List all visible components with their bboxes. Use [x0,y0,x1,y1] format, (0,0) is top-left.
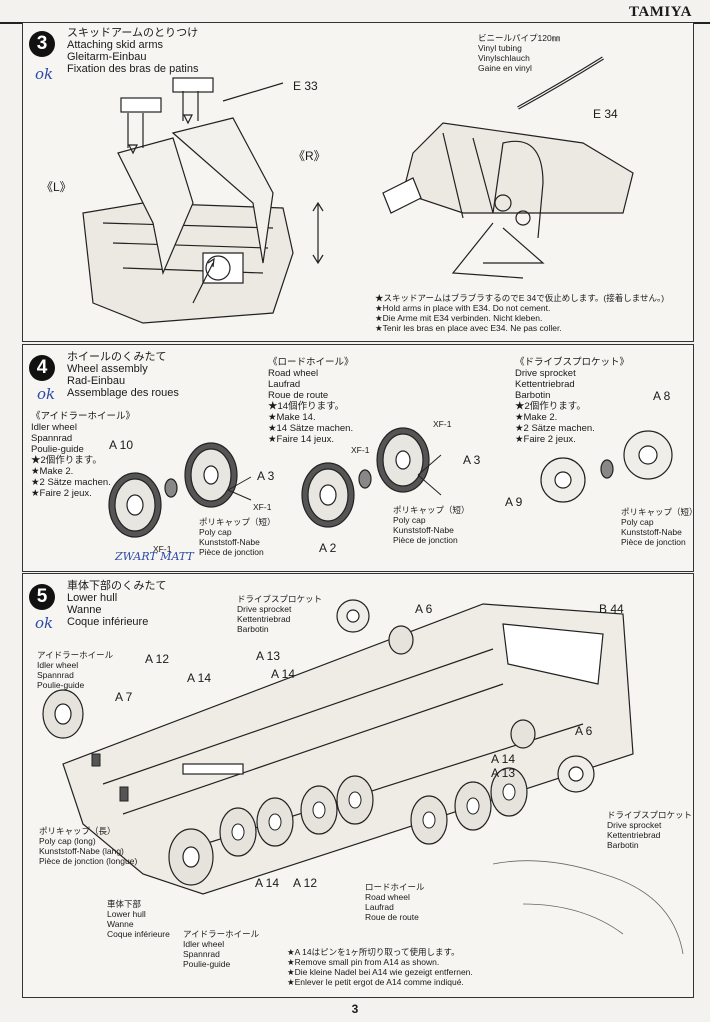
part-label-a14-left: A 14 [187,671,212,685]
polycap-short-idler: ポリキャップ（短） Poly cap Kunststoff-Nabe Pièce… [199,517,276,557]
part-label-a8: A 8 [653,389,671,403]
step-5-illustration [42,599,684,955]
step-3-notes: ★スキッドアームはブラブラするのでE 34で仮止めします。(接着しません。) ★… [375,293,665,333]
part-label-a9: A 9 [505,495,523,509]
step-4-illustration [108,427,673,538]
vinyl-tubing-label: ビニールパイプ120㎜ Vinyl tubing Vinylschlauch G… [478,33,561,73]
part-label-a10: A 10 [109,438,134,452]
lower-hull-label: 車体下部 Lower hull Wanne Coque inférieure [107,899,170,939]
step-3-handwritten-ok: ok [35,65,54,83]
part-label-a2: A 2 [319,541,337,555]
part-label-a14-right: A 14 [491,752,516,766]
polycap-short-sprocket: ポリキャップ（短） Poly cap Kunststoff-Nabe Pièce… [621,507,698,547]
part-label-a3-idler: A 3 [257,469,275,483]
step-3-illustration [82,56,634,324]
road-wheel-label: ロードホイール Road wheel Laufrad Roue de route [365,882,425,922]
step-4-title: ホイールのくみたて Wheel assembly Rad-Einbau Asse… [67,351,179,399]
part-label-a12-bottom: A 12 [293,876,318,890]
part-label-a6-right: A 6 [575,724,593,738]
step-3-number: 3 [29,31,55,57]
brand-logo: TAMIYA [628,4,692,20]
drive-sprocket-label-right: ドライブスプロケット Drive sprocket Kettentriebrad… [607,810,693,850]
part-label-e33: E 33 [293,79,318,93]
step-5-number: 5 [29,584,55,610]
paint-xf1-road-top: XF-1 [433,419,452,429]
part-label-a14-top: A 14 [271,667,296,681]
step-5-notes: ★A 14はピンを1ヶ所切り取って使用します。 ★Remove small pi… [287,947,473,987]
idler-wheel-block: 《アイドラーホイール》 Idler wheel Spannrad Poulie-… [31,411,136,499]
step-3-title: スキッドアームのとりつけ Attaching skid arms Gleitar… [67,27,199,75]
part-label-a13-top: A 13 [256,649,281,663]
step-4-handwritten-ok: ok [37,385,56,403]
part-label-a14-bottom: A 14 [255,876,280,890]
step-3-panel: 3 スキッドアームのとりつけ Attaching skid arms Gleit… [22,22,694,342]
side-label-l: 《L》 [41,180,72,194]
page-number: 3 [351,1002,359,1016]
step-4-number: 4 [29,355,55,381]
road-wheel-block: 《ロードホイール》 Road wheel Laufrad Roue de rou… [268,357,354,445]
paint-xf1-idler-left: XF-1 [153,544,172,554]
polycap-long-label: ポリキャップ（長） Poly cap (long) Kunststoff-Nab… [39,826,138,866]
idler-label-bottom: アイドラーホイール Idler wheel Spannrad Poulie-gu… [183,929,260,969]
part-label-a6-top: A 6 [415,602,433,616]
step-4-panel: 4 ホイールのくみたて Wheel assembly Rad-Einbau As… [22,344,698,572]
step-5-title: 車体下部のくみたて Lower hull Wanne Coque inférie… [67,580,167,628]
idler-label-top: アイドラーホイール Idler wheel Spannrad Poulie-gu… [37,650,114,690]
part-label-e34: E 34 [593,107,618,121]
side-label-r: 《R》 [293,149,326,163]
paint-xf1-idler: XF-1 [253,502,272,512]
handwritten-zwart-matt: ZWART MATT [115,550,194,563]
paint-xf1-road-mid: XF-1 [351,445,370,455]
part-label-a7: A 7 [115,690,133,704]
polycap-short-road: ポリキャップ（短） Poly cap Kunststoff-Nabe Pièce… [393,505,470,545]
part-label-a3-road: A 3 [463,453,481,467]
step-5-handwritten-ok: ok [35,614,54,632]
part-label-a12-top: A 12 [145,652,170,666]
drive-sprocket-block: 《ドライブスプロケット》 Drive sprocket Kettentriebr… [515,357,630,445]
step-5-panel: 5 車体下部のくみたて Lower hull Wanne Coque infér… [22,573,694,998]
drive-sprocket-label-top: ドライブスプロケット Drive sprocket Kettentriebrad… [237,594,323,634]
part-label-a13-right: A 13 [491,766,516,780]
part-label-b44: B 44 [599,602,624,616]
